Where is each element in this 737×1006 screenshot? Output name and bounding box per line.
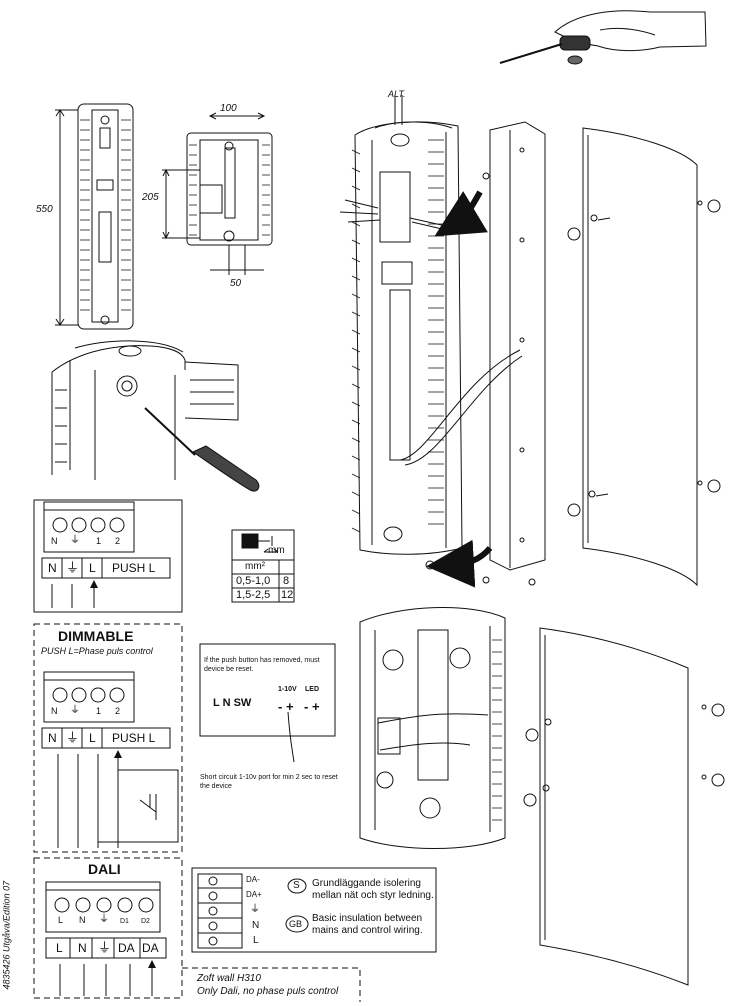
dim-width-bottom-label: 50: [230, 278, 242, 289]
diffuser-shade-bottom: [523, 627, 725, 986]
ins-terminal-earth: ⏚: [250, 904, 260, 915]
dali-terminal-earth: ⏚: [99, 914, 109, 925]
zoft-note-line1: Zoft wall H310: [197, 973, 261, 984]
dali-terminal-n: N: [79, 915, 86, 925]
strip-row-1: 8: [283, 575, 290, 587]
section-unit-header: mm²: [245, 561, 265, 572]
dim-width-top-label: 100: [220, 103, 237, 114]
dim-height-label: 550: [36, 204, 53, 215]
std-terminal-n: N: [51, 536, 58, 546]
dimmable-subtitle: PUSH L=Phase puls control: [41, 646, 153, 656]
ins-terminal-n: N: [252, 920, 260, 931]
dali-input-earth: ⏚: [98, 940, 112, 955]
ins-terminal-da-minus: DA-: [246, 875, 260, 884]
dali-input-n: N: [78, 941, 87, 955]
dali-wiring-box: [33, 857, 183, 999]
ins-badge-se: S: [293, 880, 300, 891]
zoft-note-line2: Only Dali, no phase puls control: [197, 986, 339, 997]
reset-note-top: If the push button has removed, must dev…: [204, 657, 320, 673]
dim-input-earth: ⏚: [66, 730, 80, 745]
section-row-2: 1,5-2,5: [236, 589, 271, 601]
ins-text-se: Grundläggande isolering mellan nät och s…: [312, 878, 434, 901]
reset-note-port-signs: - +: [278, 699, 294, 714]
dim-terminal-n: N: [51, 706, 58, 716]
diffuser-shade-top: [567, 127, 721, 587]
reset-note-box: [199, 643, 336, 737]
dali-terminal-d1: D1: [120, 918, 129, 925]
alt-label: ALT.: [388, 89, 406, 99]
insulation-box: [191, 867, 437, 953]
section-row-1: 0,5-1,0: [236, 575, 271, 587]
push-button-switch: [139, 794, 157, 820]
std-input-l: L: [89, 561, 96, 575]
fixture-front-view: [55, 103, 134, 330]
fixture-open-view: [339, 95, 523, 588]
reset-note-led-label: LED: [305, 686, 319, 693]
dimmable-wiring-box: [33, 623, 183, 853]
fixture-back-view: [162, 112, 273, 275]
std-terminal-1: 1: [96, 536, 102, 546]
dali-input-da2: DA: [142, 941, 159, 955]
screw-detail-view: [51, 340, 260, 492]
dim-input-push-l: PUSH L: [112, 731, 156, 745]
reset-note-port-label: 1-10V: [278, 686, 297, 693]
dali-title: DALI: [88, 861, 121, 877]
strip-row-2: 12: [281, 589, 294, 601]
std-input-push-l: PUSH L: [112, 561, 156, 575]
dali-input-da1: DA: [118, 941, 135, 955]
std-input-n: N: [48, 561, 57, 575]
hand-screwdriver-icon: [499, 10, 707, 65]
dim-terminal-1: 1: [96, 706, 102, 716]
standard-wiring-box: [33, 499, 183, 613]
strip-unit-label: mm: [268, 545, 285, 556]
dim-terminal-2: 2: [115, 706, 121, 716]
dimmable-title: DIMMABLE: [58, 628, 134, 644]
dali-input-l: L: [56, 941, 63, 955]
ins-text-gb: Basic insulation between mains and contr…: [312, 913, 423, 936]
std-input-earth: ⏚: [66, 560, 80, 575]
reset-note-bottom: Short circuit 1-10v port for min 2 sec t…: [200, 774, 338, 791]
dali-terminal-l: L: [58, 915, 64, 925]
std-terminal-2: 2: [115, 536, 121, 546]
ins-terminal-da-plus: DA+: [246, 890, 262, 899]
reset-note-lnsw: L N SW: [213, 697, 252, 709]
dali-terminal-d2: D2: [141, 918, 150, 925]
std-terminal-earth: ⏚: [70, 535, 80, 546]
dim-input-l: L: [89, 731, 96, 745]
wire-strip-table: [231, 529, 295, 603]
edition-label: 4835426 Utgåva/Edition 07: [1, 880, 12, 990]
reset-note-led-signs: - +: [304, 699, 320, 714]
dim-input-n: N: [48, 731, 57, 745]
ins-badge-gb: GB: [289, 919, 303, 929]
ins-terminal-l: L: [253, 935, 259, 946]
fixture-open-view-lower: [359, 606, 506, 849]
dim-depth-label: 205: [142, 192, 159, 203]
dim-terminal-earth: ⏚: [70, 705, 80, 716]
mounting-rail: [482, 121, 546, 586]
